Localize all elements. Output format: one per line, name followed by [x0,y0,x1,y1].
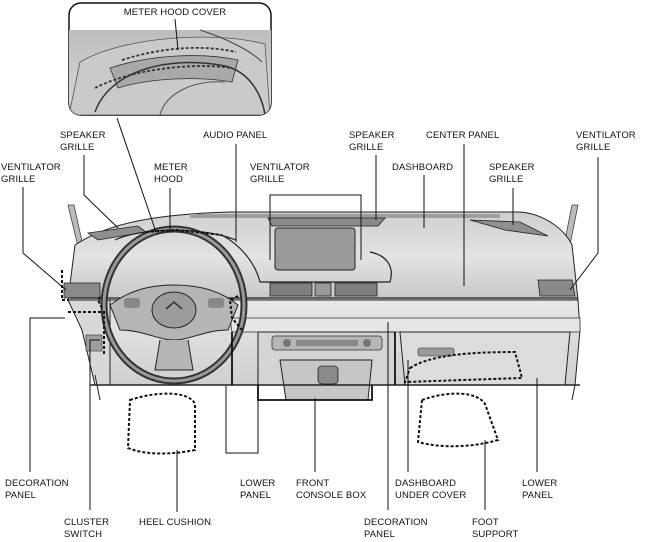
meter-hood-cover-inset [68,2,272,116]
label-dashboard: DASHBOARD [392,162,454,173]
label-lower-panel-left: LOWER PANEL [240,478,276,501]
label-meter-hood: METER HOOD [154,162,188,185]
label-foot-support: FOOT SUPPORT [472,517,519,540]
label-meter-hood-cover: METER HOOD COVER [123,7,227,18]
label-cluster-switch: CLUSTER SWITCH [64,517,110,540]
label-speaker-grille-right: SPEAKER GRILLE [489,162,535,185]
label-dashboard-under-cover: DASHBOARD UNDER COVER [395,478,467,501]
label-center-panel: CENTER PANEL [426,130,500,141]
label-audio-panel: AUDIO PANEL [203,130,268,141]
label-decoration-panel-left: DECORATION PANEL [5,478,69,501]
leader-lines [22,117,599,512]
label-decoration-panel-center: DECORATION PANEL [364,517,428,540]
label-speaker-grille-center: SPEAKER GRILLE [349,130,395,153]
label-heel-cushion: HEEL CUSHION [139,517,212,528]
label-ventilator-grille-left: VENTILATOR GRILLE [1,162,61,185]
label-ventilator-grille-center: VENTILATOR GRILLE [250,162,310,185]
label-lower-panel-right: LOWER PANEL [522,478,558,501]
label-front-console-box: FRONT CONSOLE BOX [296,478,367,501]
label-speaker-grille-left: SPEAKER GRILLE [60,130,106,153]
label-ventilator-grille-right: VENTILATOR GRILLE [576,130,636,153]
dashboard-illustration [61,204,581,455]
